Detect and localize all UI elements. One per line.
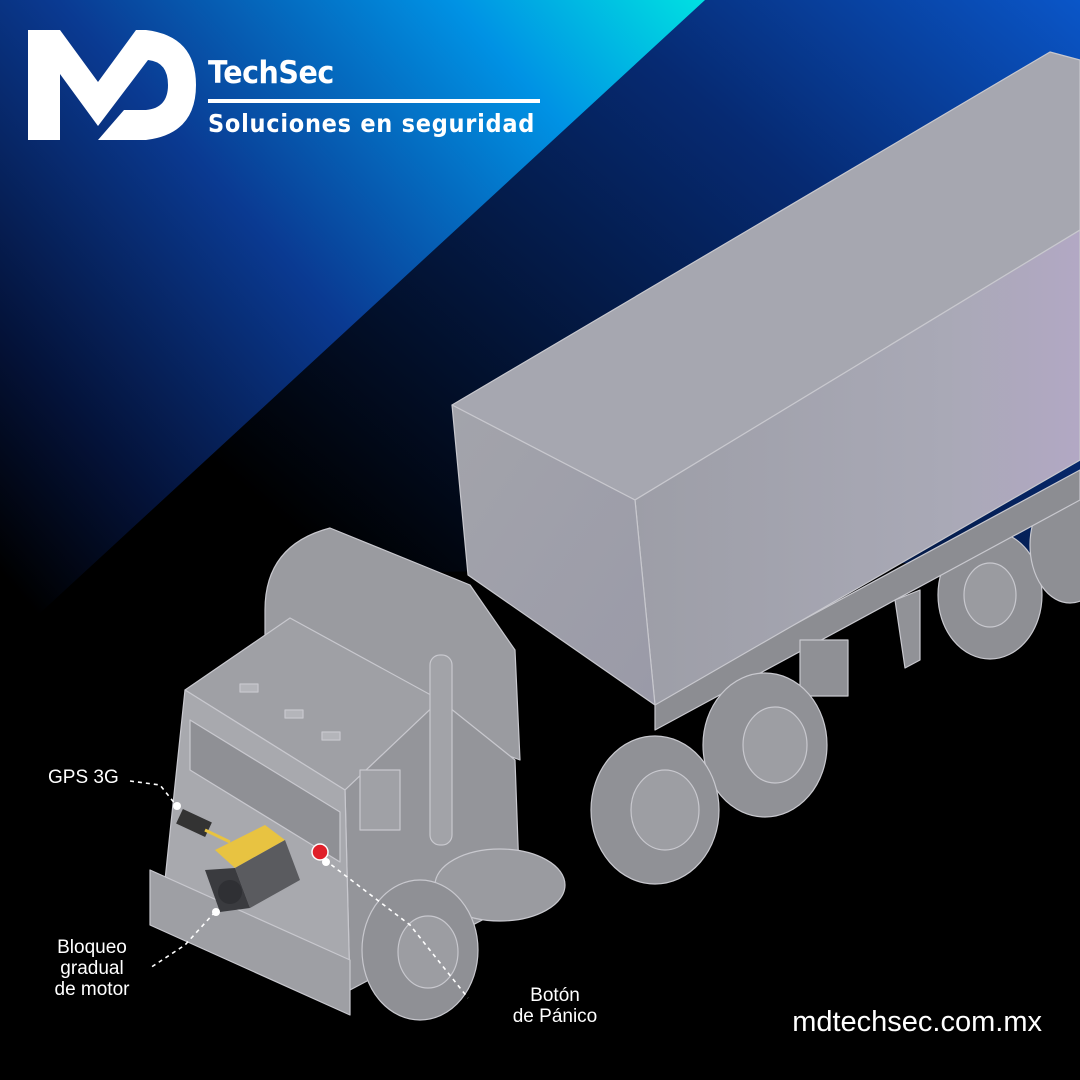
gps-module-icon: [176, 808, 231, 844]
callout-engine-line-3: de motor: [54, 979, 130, 1000]
website-url: mdtechsec.com.mx: [792, 1006, 1042, 1038]
brand-tagline: Soluciones en seguridad: [208, 109, 536, 138]
callout-panic-line-2: de Pánico: [512, 1006, 598, 1027]
brand-name: TechSec: [208, 55, 334, 91]
callout-engine-line-2: gradual: [60, 958, 124, 979]
panic-button-icon: [311, 843, 329, 861]
engine-icon: [205, 825, 300, 912]
callout-panic-line-1: Botón: [530, 985, 580, 1006]
brand-divider: [208, 99, 540, 103]
callout-engine-block: Bloqueo gradual de motor: [40, 937, 144, 1000]
drive-wheels: [590, 672, 828, 885]
callout-gps: GPS 3G: [48, 767, 119, 788]
callout-engine-line-1: Bloqueo: [57, 937, 127, 958]
callout-panic-button: Botón de Pánico: [503, 985, 607, 1027]
md-logo-icon: [28, 30, 196, 140]
callout-gps-label: GPS 3G: [48, 767, 119, 788]
